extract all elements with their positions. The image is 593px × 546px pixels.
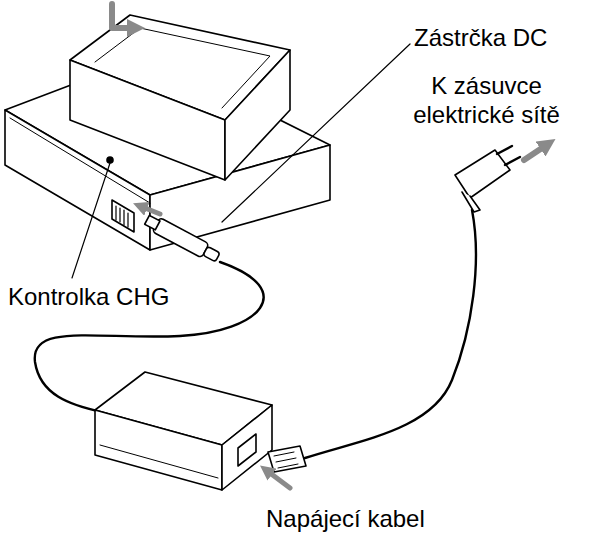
battery-front [70,60,225,180]
insert-arrow [112,4,136,28]
battery-ridge [95,28,270,108]
battery [70,15,290,180]
port-pins [116,206,128,227]
cord-connector [268,446,306,472]
ac-adapter [95,372,272,490]
callout-label: Napájecí kabel [266,505,425,534]
callout-label: K zásuvce elektrické sítě [384,72,589,130]
dc-plug [143,213,221,265]
callout-label: Kontrolka CHG [8,283,169,312]
leader-line [72,163,110,278]
dc-port [112,200,134,232]
chg-lamp [107,157,113,163]
callout-label: Zástrčka DC [414,24,547,53]
wall-plug [455,146,520,212]
outlet-arrow [524,144,548,160]
power-cord [305,210,476,458]
cord-arrow [266,470,290,488]
leader-line [222,44,410,222]
plug-arrow [140,206,160,214]
